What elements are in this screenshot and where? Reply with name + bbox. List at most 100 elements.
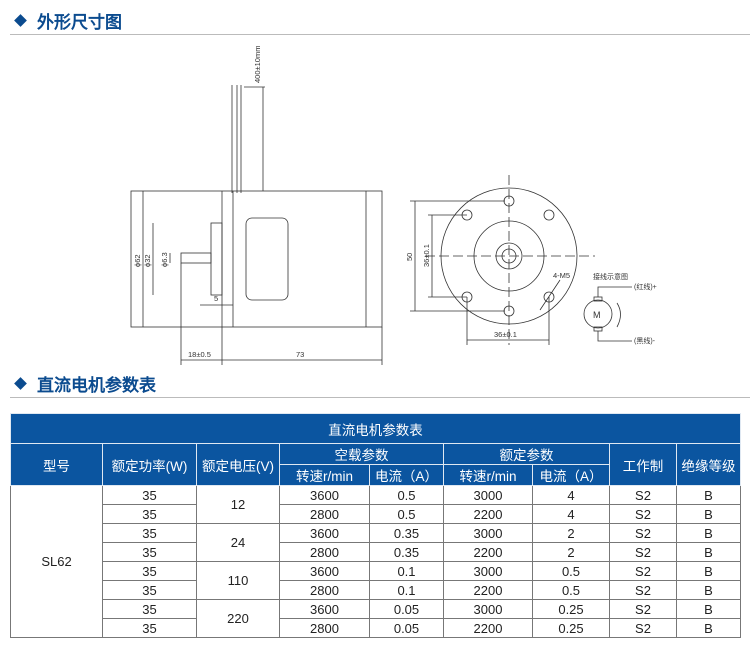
cell-ins: B [676,542,741,562]
cell-voltage: 110 [196,561,280,600]
section-title: 外形尺寸图 [37,13,122,32]
cell-duty: S2 [609,504,677,524]
cell-r-speed: 2200 [443,504,533,524]
cell-nl-current: 0.5 [369,485,444,505]
cell-ins: B [676,561,741,581]
divider [10,397,750,398]
shaft-diameter-label: ϕ6.3 [160,252,169,267]
cell-r-speed: 2200 [443,580,533,600]
shaft-length-label: 18±0.5 [188,350,211,359]
cell-ins: B [676,599,741,619]
header-voltage: 额定电压(V) [196,443,280,486]
lead-length-label: 400±10mm [253,46,262,83]
header-rated-speed: 转速r/min [443,464,533,486]
cell-duty: S2 [609,523,677,543]
cell-voltage: 24 [196,523,280,562]
body-diameter-label: ϕ62 [133,254,142,267]
cell-nl-current: 0.1 [369,580,444,600]
motor-body-outline [130,190,383,328]
cell-power: 35 [102,485,197,505]
cell-nl-speed: 3600 [279,599,370,619]
cell-nl-current: 0.05 [369,599,444,619]
cell-r-current: 0.5 [532,561,610,581]
diamond-bullet-icon [14,377,27,390]
cell-nl-current: 0.35 [369,523,444,543]
hole-spacing-v-label: 36±0.1 [422,244,431,267]
cell-nl-speed: 2800 [279,618,370,638]
diamond-bullet-icon [14,14,27,27]
cell-voltage: 12 [196,485,280,524]
cell-r-current: 4 [532,504,610,524]
cell-nl-speed: 3600 [279,561,370,581]
header-noload-speed: 转速r/min [279,464,370,486]
cell-ins: B [676,523,741,543]
cell-ins: B [676,580,741,600]
cell-voltage: 220 [196,599,280,638]
header-power: 额定功率(W) [102,443,197,486]
header-model: 型号 [10,443,103,486]
cell-nl-speed: 2800 [279,580,370,600]
boss-length-label: 5 [214,294,218,303]
cell-nl-current: 0.05 [369,618,444,638]
cell-nl-current: 0.35 [369,542,444,562]
header-duty: 工作制 [609,443,677,486]
header-rated-current: 电流（A） [532,464,610,486]
flange-label: 50 [405,253,414,261]
cell-power: 35 [102,561,197,581]
cell-nl-speed: 3600 [279,485,370,505]
cell-r-current: 0.25 [532,599,610,619]
cell-nl-current: 0.1 [369,561,444,581]
cell-nl-current: 0.5 [369,504,444,524]
header-insulation: 绝缘等级 [676,443,741,486]
red-wire-label: (红线)+ [634,282,657,291]
cell-r-current: 0.25 [532,618,610,638]
cell-nl-speed: 3600 [279,523,370,543]
cell-power: 35 [102,542,197,562]
wiring-diagram: M 接线示意图 (红线)+ (黑线)- [583,272,657,345]
cell-r-current: 2 [532,523,610,543]
cell-r-speed: 3000 [443,561,533,581]
cell-ins: B [676,504,741,524]
cell-r-speed: 2200 [443,618,533,638]
table-title: 直流电机参数表 [10,413,741,444]
cell-duty: S2 [609,618,677,638]
dimension-drawing: 400±10mm ϕ62 ϕ32 ϕ6.3 5 18±0.5 73 50 36±… [130,46,657,365]
cell-r-current: 0.5 [532,580,610,600]
cell-duty: S2 [609,580,677,600]
cell-duty: S2 [609,561,677,581]
cell-ins: B [676,485,741,505]
cell-r-speed: 3000 [443,485,533,505]
screw-label: 4-M5 [553,271,570,280]
cell-power: 35 [102,580,197,600]
body-length-label: 73 [296,350,304,359]
black-wire-label: (黑线)- [634,336,656,345]
header-rated: 额定参数 [443,443,610,465]
cell-ins: B [676,618,741,638]
params-table: 直流电机参数表 型号 额定功率(W) 额定电压(V) 空载参数 额定参数 工作制… [10,413,741,638]
motor-symbol-label: M [593,310,601,320]
cell-duty: S2 [609,599,677,619]
cell-model: SL62 [10,485,103,638]
boss-diameter-label: ϕ32 [143,254,152,267]
header-noload-current: 电流（A） [369,464,444,486]
divider [10,34,750,35]
cell-r-current: 4 [532,485,610,505]
cell-nl-speed: 2800 [279,542,370,562]
cell-power: 35 [102,599,197,619]
hole-spacing-h-label: 36±0.1 [494,330,517,339]
cell-r-current: 2 [532,542,610,562]
section-params-heading: 直流电机参数表 [12,371,156,396]
cell-power: 35 [102,504,197,524]
cell-r-speed: 3000 [443,599,533,619]
cell-r-speed: 2200 [443,542,533,562]
section-title: 直流电机参数表 [37,376,156,395]
cell-nl-speed: 2800 [279,504,370,524]
